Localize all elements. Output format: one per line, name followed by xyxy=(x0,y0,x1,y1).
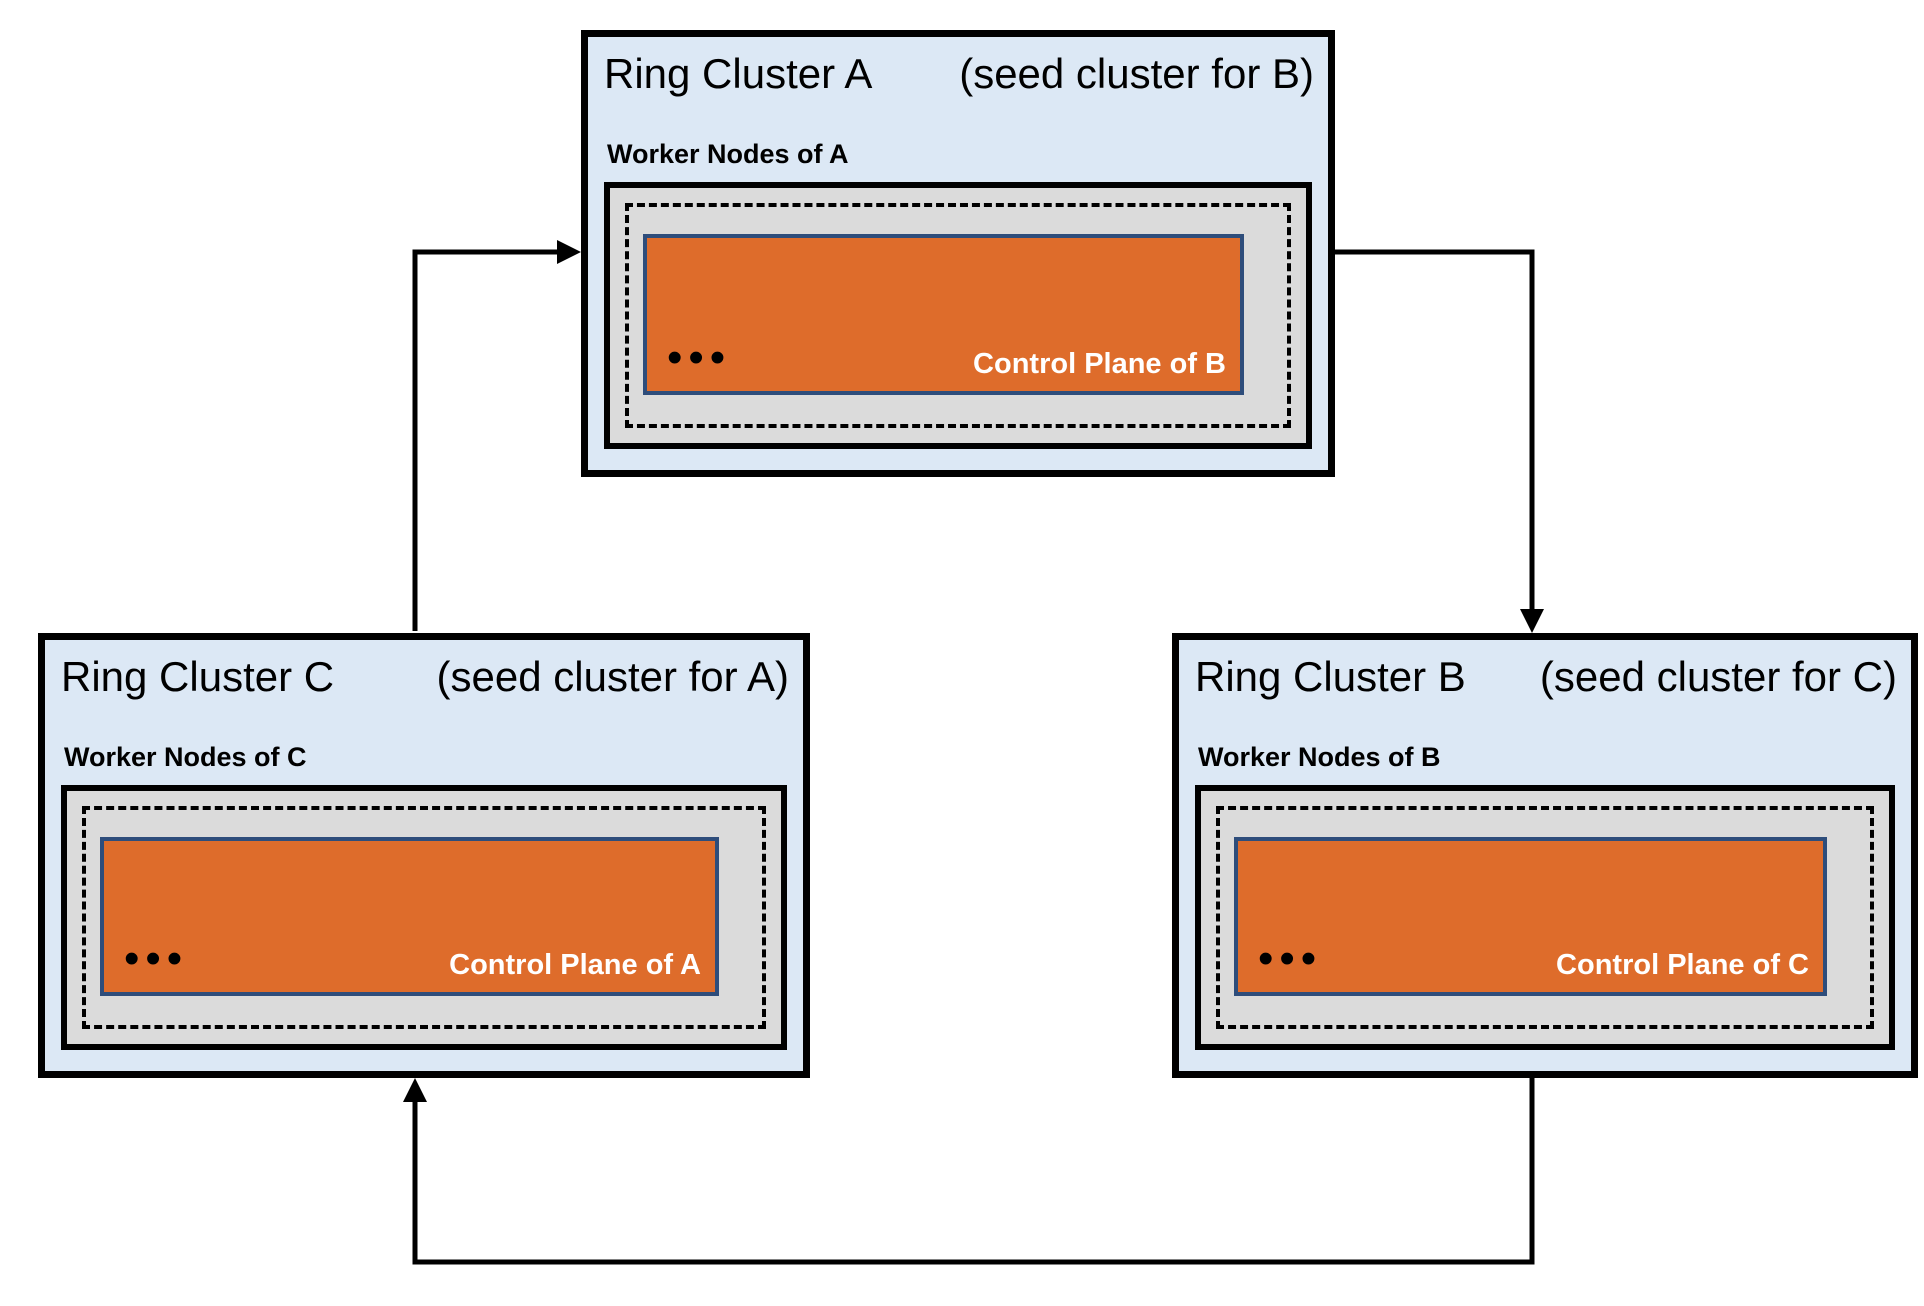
arrow-c-to-a xyxy=(412,240,581,631)
cluster-a-seed-note: (seed cluster for B) xyxy=(959,50,1314,97)
cluster-b-header: Ring Cluster B (seed cluster for C) xyxy=(1195,652,1897,702)
cluster-c-worker-nodes-box: ••• Control Plane of A xyxy=(61,785,787,1050)
cluster-c-worker-nodes-label: Worker Nodes of C xyxy=(64,742,307,772)
cluster-b-worker-nodes-label: Worker Nodes of B xyxy=(1198,742,1441,772)
cluster-b-worker-nodes-box: ••• Control Plane of C xyxy=(1195,785,1895,1050)
cluster-b-seed-note: (seed cluster for C) xyxy=(1539,653,1897,700)
cluster-c-hosted-control-plane-box: ••• Control Plane of A xyxy=(100,837,719,996)
cluster-c-seed-note: (seed cluster for A) xyxy=(436,653,789,700)
cluster-b-control-plane-label: Control Plane of C xyxy=(1556,949,1809,981)
cluster-a-worker-nodes-label: Worker Nodes of A xyxy=(607,139,849,169)
cluster-c-control-plane-row: ••• Control Plane of A xyxy=(124,937,701,982)
arrow-a-to-b xyxy=(1331,249,1544,633)
cluster-a-control-plane-label: Control Plane of B xyxy=(973,348,1226,380)
arrow-b-to-c xyxy=(403,1076,1535,1265)
cluster-a-dashed-boundary xyxy=(625,203,1291,428)
cluster-c-ellipsis-dots: ••• xyxy=(124,934,189,984)
cluster-c-title: Ring Cluster C xyxy=(61,653,335,700)
cluster-b-title: Ring Cluster B xyxy=(1195,653,1466,700)
cluster-a-ellipsis-dots: ••• xyxy=(667,333,732,383)
cluster-c-control-plane-label: Control Plane of A xyxy=(449,949,701,981)
ring-cluster-b-box: Ring Cluster B (seed cluster for C) Work… xyxy=(1172,633,1918,1078)
cluster-b-dashed-boundary xyxy=(1216,806,1874,1029)
cluster-a-worker-nodes-box: ••• Control Plane of B xyxy=(604,182,1312,449)
cluster-a-header: Ring Cluster A (seed cluster for B) xyxy=(604,49,1314,99)
cluster-a-control-plane-row: ••• Control Plane of B xyxy=(667,336,1226,381)
cluster-c-header: Ring Cluster C (seed cluster for A) xyxy=(61,652,789,702)
cluster-b-control-plane-row: ••• Control Plane of C xyxy=(1258,937,1809,982)
cluster-a-title: Ring Cluster A xyxy=(604,50,873,97)
cluster-b-hosted-control-plane-box: ••• Control Plane of C xyxy=(1234,837,1827,996)
ring-cluster-a-box: Ring Cluster A (seed cluster for B) Work… xyxy=(581,30,1335,477)
ring-cluster-c-box: Ring Cluster C (seed cluster for A) Work… xyxy=(38,633,810,1078)
cluster-a-hosted-control-plane-box: ••• Control Plane of B xyxy=(643,234,1244,395)
cluster-b-ellipsis-dots: ••• xyxy=(1258,934,1323,984)
cluster-c-dashed-boundary xyxy=(82,806,766,1029)
